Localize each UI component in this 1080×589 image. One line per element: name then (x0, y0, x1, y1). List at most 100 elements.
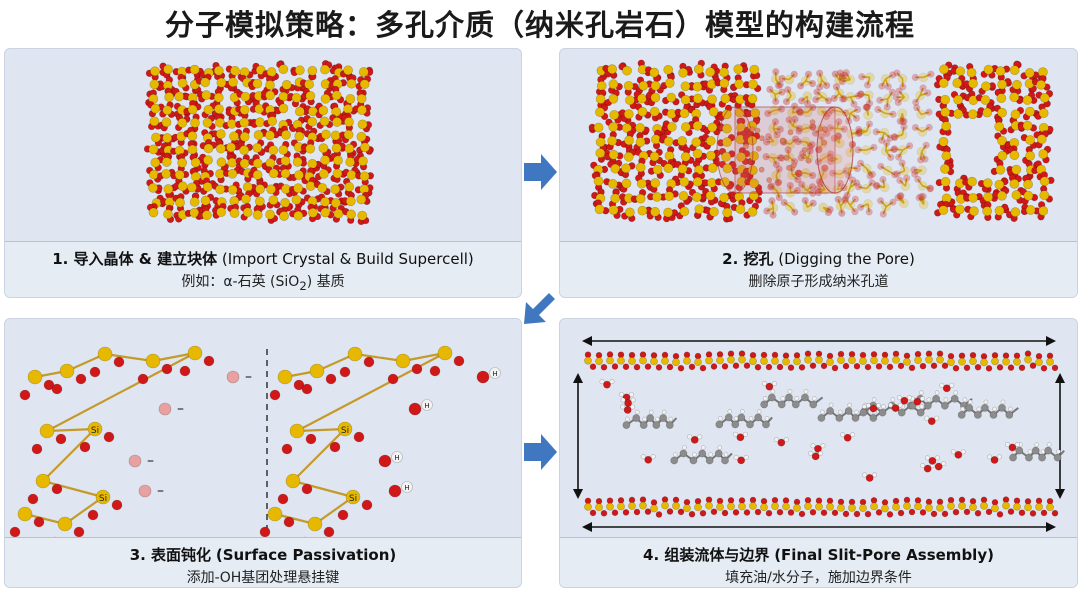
oxygen-atom (776, 80, 784, 89)
water-hydrogen (630, 404, 636, 410)
water-hydrogen (810, 443, 816, 449)
water-oxygen (900, 396, 909, 405)
oxygen-atom (73, 526, 85, 537)
oxygen-atom (963, 364, 971, 372)
oxygen-atom (875, 509, 883, 516)
oxygen-atom (878, 136, 886, 144)
carbon-atom (826, 407, 835, 415)
carbon-atom (851, 414, 860, 422)
silicon-atom (177, 181, 188, 192)
silicon-atom (1025, 135, 1036, 145)
carbon-atom (801, 393, 809, 402)
silicon-atom (705, 136, 716, 146)
bond (901, 162, 906, 172)
water-hydrogen (950, 449, 956, 455)
oxygen-atom (782, 97, 791, 106)
silicon-atom (770, 89, 781, 100)
silicon-atom (321, 129, 331, 140)
carbon-atom (746, 420, 754, 429)
oxygen-atom (809, 199, 817, 207)
panel-digging-pore: 2. 挖孔 (Digging the Pore) 删除原子形成纳米孔道 (559, 48, 1078, 298)
bond (798, 127, 806, 132)
oxygen-atom (809, 508, 817, 516)
water-oxygen (843, 433, 852, 442)
silicon-atom (749, 64, 760, 75)
oxygen-atom (786, 181, 794, 190)
carbon-atom (981, 404, 989, 412)
silicon-atom (666, 92, 677, 103)
silicon-atom (610, 163, 621, 174)
oxygen-atom (776, 125, 785, 134)
hydrogen-atom (672, 452, 678, 457)
oxygen-atom (877, 162, 885, 171)
silicon-atom (802, 107, 813, 118)
silicon-atom (227, 184, 238, 195)
water-hydrogen (650, 454, 656, 460)
silicon-atom (637, 93, 647, 104)
silicon-atom (787, 170, 798, 180)
bond (839, 170, 847, 176)
oxygen-atom (814, 185, 822, 193)
silicon-atom (722, 137, 732, 148)
bond (847, 112, 852, 122)
bond (787, 89, 792, 97)
silicon-atom (787, 121, 798, 131)
silicon-atom (27, 369, 43, 385)
oxygen-atom (991, 352, 999, 359)
silicon-atom (941, 150, 952, 161)
oxygen-atom (919, 509, 927, 516)
water-hydrogen (1014, 442, 1020, 448)
oxygen-atom (259, 526, 271, 537)
water-oxygen (1008, 443, 1017, 452)
oxygen-atom (893, 69, 901, 77)
oxygen-atom (666, 508, 674, 515)
silicon-atom (863, 110, 874, 121)
oxygen-atom (589, 363, 597, 371)
oxygen-atom (830, 94, 838, 103)
carbon-atom (1015, 446, 1024, 455)
bond (805, 172, 813, 177)
silicon-atom (187, 131, 198, 141)
silicon-atom (1039, 92, 1050, 103)
bond (765, 155, 774, 159)
carbon-atom (817, 414, 826, 422)
water-hydrogen (732, 431, 738, 437)
silicon-atom (189, 64, 200, 75)
silicon-atom (892, 503, 900, 511)
silicon-atom (727, 502, 735, 511)
water-hydrogen (898, 402, 904, 408)
bond (790, 189, 798, 194)
hydrogen-atom (1056, 449, 1061, 454)
water-hydrogen (697, 434, 703, 440)
bond (788, 119, 794, 127)
silicon-atom (1023, 190, 1034, 201)
silicon-atom (899, 165, 910, 176)
oxygen-atom (764, 109, 772, 118)
hydrogen-atom (854, 409, 859, 415)
silicon-atom (344, 181, 355, 192)
oxygen-atom (363, 356, 375, 368)
silicon-atom (293, 210, 304, 221)
oxygen-atom (822, 81, 831, 90)
oxygen-atom (874, 105, 882, 114)
silicon-atom (278, 103, 289, 114)
water-hydrogen (906, 395, 912, 401)
silicon-atom (845, 200, 855, 211)
oxygen-atom (51, 383, 63, 395)
carbon-atom (679, 449, 688, 458)
oxygen-atom (812, 95, 820, 104)
bond (866, 107, 869, 116)
silicon-atom (345, 489, 361, 505)
bond (774, 108, 782, 112)
silicon-atom (1024, 355, 1032, 364)
silicon-atom (330, 184, 341, 195)
silicon-atom (804, 502, 812, 511)
silicon-atom (914, 356, 922, 365)
silicon-atom (770, 74, 781, 84)
carbon-atom (1038, 453, 1046, 462)
silicon-atom (881, 504, 889, 513)
water-oxygen (954, 450, 963, 459)
water-hydrogen (934, 455, 940, 461)
water-hydrogen (840, 432, 846, 438)
silicon-atom (826, 358, 834, 366)
